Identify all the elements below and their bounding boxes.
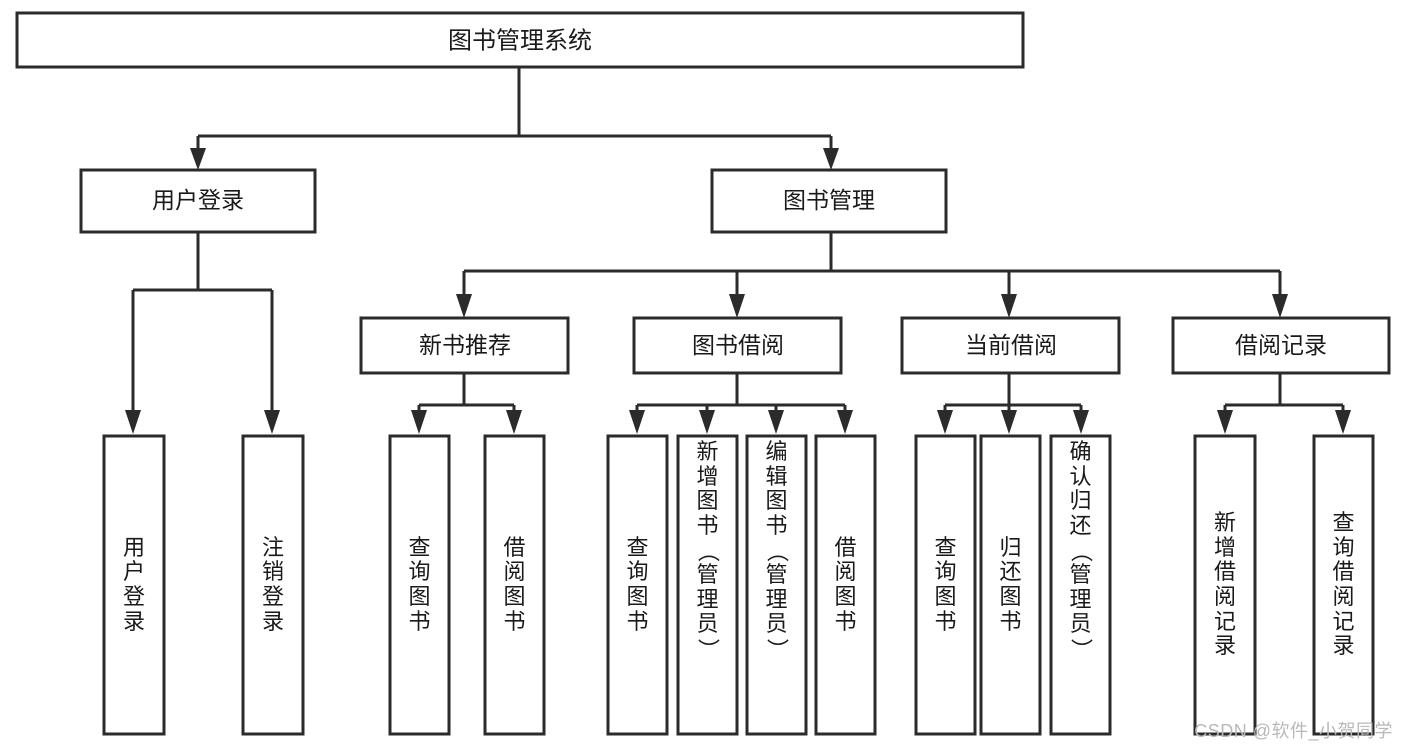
leaf-box-borrow-book-1[interactable] [483,434,546,736]
arrow-head-leaf-user-login [125,410,141,434]
arrow-head-current-borrow [1001,294,1017,318]
connector-group-root-to-level2 [190,67,839,170]
arrow-head-leaf-borrow-book-1 [506,410,522,434]
node-borrow-records-label: 借阅记录 [1235,332,1327,358]
node-current-borrow-label: 当前借阅 [965,332,1057,358]
leaf-box-add-record[interactable] [1193,434,1257,736]
node-book-manage-label: 图书管理 [783,187,875,213]
leaf-box-query-book-2[interactable] [606,434,669,736]
node-user-login[interactable]: 用户登录 [79,168,317,234]
arrow-head-leaf-query-record [1335,410,1351,434]
node-book-borrow[interactable]: 图书借阅 [632,316,843,375]
leaf-box-query-record[interactable] [1312,434,1375,736]
arrow-head-leaf-confirm-return [1073,410,1089,434]
arrow-head-leaf-add-record [1217,410,1233,434]
arrow-head-user-login [190,148,206,170]
leaf-box-logout[interactable] [241,434,305,736]
leaf-box-add-book[interactable] [676,434,739,736]
leaf-box-return-book[interactable] [979,434,1042,736]
node-root-label: 图书管理系统 [448,27,592,54]
arrow-head-leaf-query-book-1 [411,410,427,434]
arrow-head-book-borrow [729,294,745,318]
node-current-borrow-box[interactable] [900,316,1121,375]
arrow-head-leaf-add-book [699,410,715,434]
connector-group-newbook-to-leaves [411,373,522,434]
node-new-book-recommend-box[interactable] [359,316,570,375]
node-book-borrow-label: 图书借阅 [692,332,784,358]
leaf-box-edit-book[interactable] [745,434,808,736]
node-borrow-records[interactable]: 借阅记录 [1171,316,1391,375]
node-book-borrow-box[interactable] [632,316,843,375]
node-new-book-recommend[interactable]: 新书推荐 [359,316,570,375]
connector-group-bookborrow-to-leaves [629,373,853,434]
arrow-head-leaf-query-book-3 [937,410,953,434]
node-borrow-records-box[interactable] [1171,316,1391,375]
node-current-borrow[interactable]: 当前借阅 [900,316,1121,375]
arrow-head-new-book-recommend [456,294,472,318]
connector-group-records-to-leaves [1217,373,1351,434]
connector-group-currentborrow-to-leaves [937,373,1089,434]
node-book-manage-box[interactable] [710,168,948,234]
leaf-box-confirm-return[interactable] [1049,434,1112,736]
leaf-box-user-login[interactable] [102,434,166,736]
connector-group-bookmanage-to-level3 [456,232,1288,318]
leaf-box-borrow-book-2[interactable] [814,434,877,736]
node-user-login-label: 用户登录 [152,187,244,213]
node-root[interactable]: 图书管理系统 [15,11,1025,69]
arrow-head-leaf-logout [264,410,280,434]
arrow-head-book-manage [823,148,839,170]
node-user-login-box[interactable] [79,168,317,234]
leaf-box-query-book-1[interactable] [388,434,451,736]
csdn-watermark: CSDN @软件_小贺同学 [1194,721,1393,741]
arrow-head-leaf-return-book [1001,410,1017,434]
leaf-boxes [102,434,1375,736]
node-new-book-recommend-label: 新书推荐 [419,332,511,358]
node-book-manage[interactable]: 图书管理 [710,168,948,234]
arrow-head-leaf-borrow-book-2 [837,410,853,434]
arrow-head-leaf-edit-book [768,410,784,434]
arrow-head-leaf-query-book-2 [629,410,645,434]
leaf-box-query-book-3[interactable] [914,434,977,736]
connector-group-userlogin-to-leaves [125,232,280,434]
arrow-head-borrow-records [1272,294,1288,318]
node-root-box[interactable] [15,11,1025,69]
